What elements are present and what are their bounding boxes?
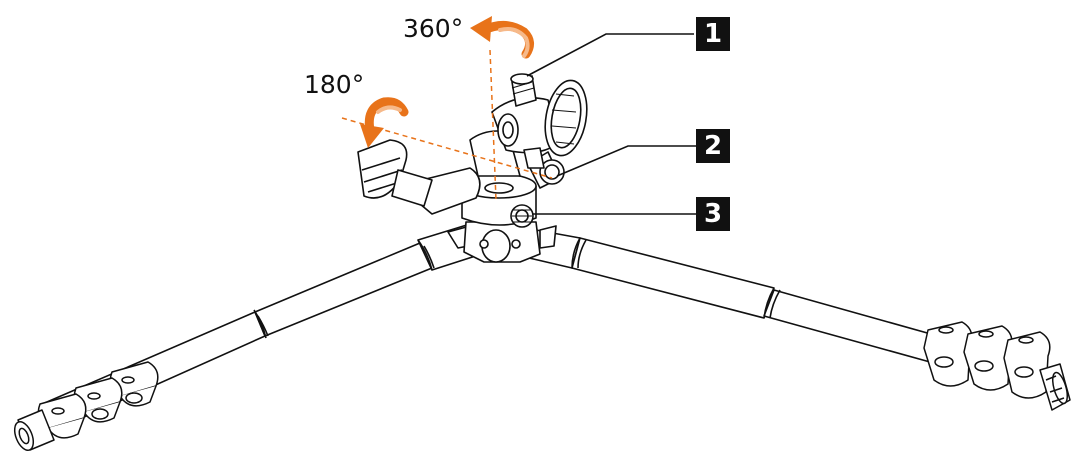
vertical-rotation-axis xyxy=(489,49,497,201)
rotation-arrow-180-icon xyxy=(360,97,409,148)
leader-line-1 xyxy=(526,33,694,77)
center-hub xyxy=(447,221,557,263)
rotation-label-180: 180° xyxy=(304,70,365,99)
ball-head-base xyxy=(461,130,537,228)
rotation-arrow-360-icon xyxy=(470,16,534,59)
callout-2: 2 xyxy=(696,129,730,163)
right-leg xyxy=(511,227,939,363)
panning-handle xyxy=(357,139,481,215)
callout-leaders xyxy=(526,33,696,215)
left-leg-locks xyxy=(13,361,159,451)
right-leg-locks xyxy=(923,321,1071,411)
callout-3: 3 xyxy=(696,197,730,231)
callout-1: 1 xyxy=(696,17,730,51)
rotation-label-360: 360° xyxy=(403,14,464,43)
leader-line-2 xyxy=(556,145,696,177)
ball-head-top xyxy=(491,73,588,189)
